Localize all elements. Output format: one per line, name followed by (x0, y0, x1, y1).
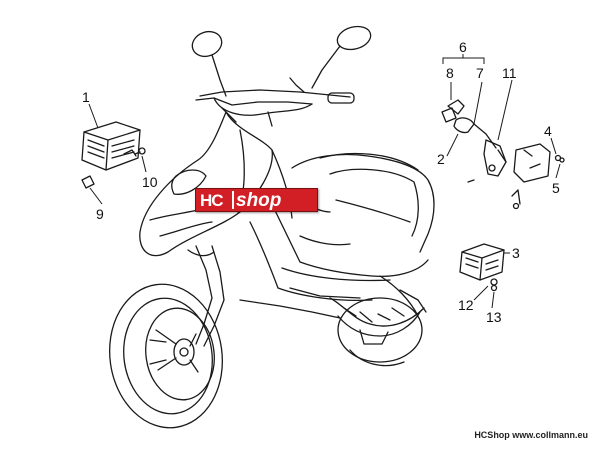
part-2-plug-cap (453, 117, 497, 149)
part-11-coil (483, 139, 507, 177)
part-label-2: 2 (437, 151, 445, 167)
part-3-regulator (459, 243, 505, 281)
front-wheel (108, 283, 224, 429)
part-label-10: 10 (142, 174, 158, 190)
part-label-7: 7 (476, 65, 484, 81)
left-mirror (191, 30, 227, 97)
part-label-3: 3 (512, 245, 520, 261)
footer-credit: HCShop www.collmann.eu (474, 430, 588, 440)
handlebar (195, 77, 355, 127)
part-10-screw (134, 147, 146, 155)
part-label-13: 13 (486, 309, 502, 325)
part-label-12: 12 (458, 297, 474, 313)
scooter-body (249, 152, 435, 317)
part-label-11: 11 (502, 65, 517, 81)
part-label-6: 6 (459, 39, 467, 55)
part-label-8: 8 (446, 65, 454, 81)
part-1-regulator (81, 121, 141, 171)
logo-hc-text: HC (200, 191, 224, 210)
part-9-clip (81, 175, 95, 189)
part-12-13-nut (490, 278, 498, 292)
rear-wheel (337, 297, 423, 367)
part-label-5: 5 (552, 180, 560, 196)
front-fairing (139, 111, 293, 257)
part-4-5-bracket (467, 143, 565, 210)
right-mirror (311, 25, 372, 89)
part-8-cap (441, 99, 465, 123)
part-label-1: 1 (82, 89, 90, 105)
part-label-9: 9 (96, 206, 104, 222)
engine-block (239, 289, 427, 345)
part-label-4: 4 (544, 123, 552, 139)
leader-lines (88, 54, 561, 309)
logo-divider (232, 191, 234, 209)
hc-shop-logo: HC shop (195, 188, 318, 212)
front-fork (187, 245, 225, 347)
logo-shop-text: shop (236, 190, 282, 211)
